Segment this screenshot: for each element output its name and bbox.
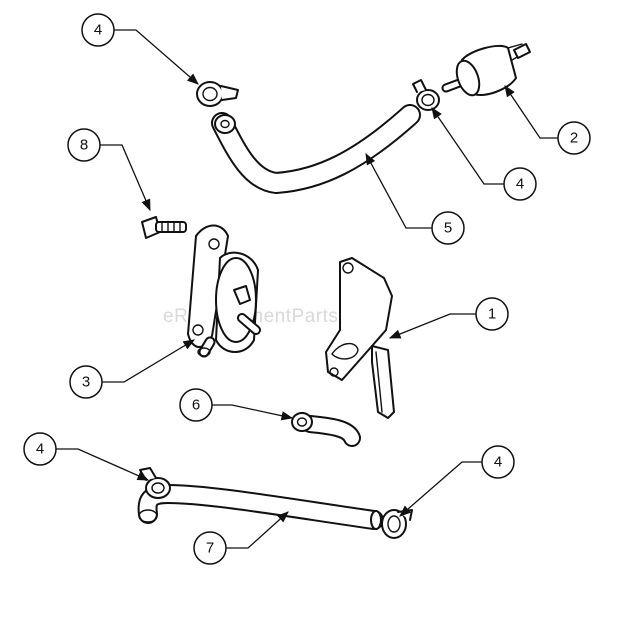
fuel-filter [441, 43, 531, 97]
leader-line-2 [504, 85, 558, 139]
svg-text:3: 3 [82, 374, 90, 391]
svg-text:2: 2 [570, 130, 578, 147]
svg-text:4: 4 [494, 454, 502, 471]
leader-line-4-right-top [431, 107, 504, 185]
callout-2: 2 [557, 121, 591, 155]
callout-3: 3 [69, 365, 103, 399]
callout-4-right-bottom: 4 [481, 445, 515, 479]
leader-line-4-left-bottom [56, 448, 150, 481]
elbow-fitting [291, 412, 361, 447]
svg-text:4: 4 [516, 176, 524, 193]
leader-line-4-top [114, 29, 199, 85]
svg-text:8: 8 [80, 137, 88, 154]
leader-line-8 [100, 144, 151, 212]
leader-line-4-right-bottom [399, 461, 482, 517]
callout-4-right-top: 4 [503, 167, 537, 201]
upper-fuel-hose [211, 104, 421, 195]
leader-line-7 [226, 511, 289, 549]
callout-4-top: 4 [81, 13, 115, 47]
svg-text:7: 7 [206, 540, 214, 557]
leader-line-3 [102, 339, 196, 383]
lower-fuel-hose [137, 483, 384, 530]
hose-clamp-top-left [196, 81, 239, 107]
leader-line-6 [212, 404, 294, 421]
callout-4-left-bottom: 4 [23, 432, 57, 466]
svg-text:6: 6 [192, 397, 200, 414]
callout-6: 6 [179, 388, 213, 422]
svg-text:5: 5 [444, 220, 452, 237]
hose-clamp-top-right [412, 79, 440, 111]
mounting-bracket [325, 257, 395, 419]
callout-8: 8 [67, 128, 101, 162]
svg-text:4: 4 [94, 22, 102, 39]
svg-text:1: 1 [488, 306, 496, 323]
svg-text:4: 4 [36, 441, 44, 458]
hose-clamp-bottom-right [381, 509, 413, 539]
leader-line-1 [388, 313, 476, 339]
fuel-pump [187, 224, 261, 358]
bolt [141, 216, 187, 239]
callout-7: 7 [193, 531, 227, 565]
leader-line-5 [365, 152, 432, 229]
callout-5: 5 [431, 211, 465, 245]
callout-1: 1 [475, 297, 509, 331]
